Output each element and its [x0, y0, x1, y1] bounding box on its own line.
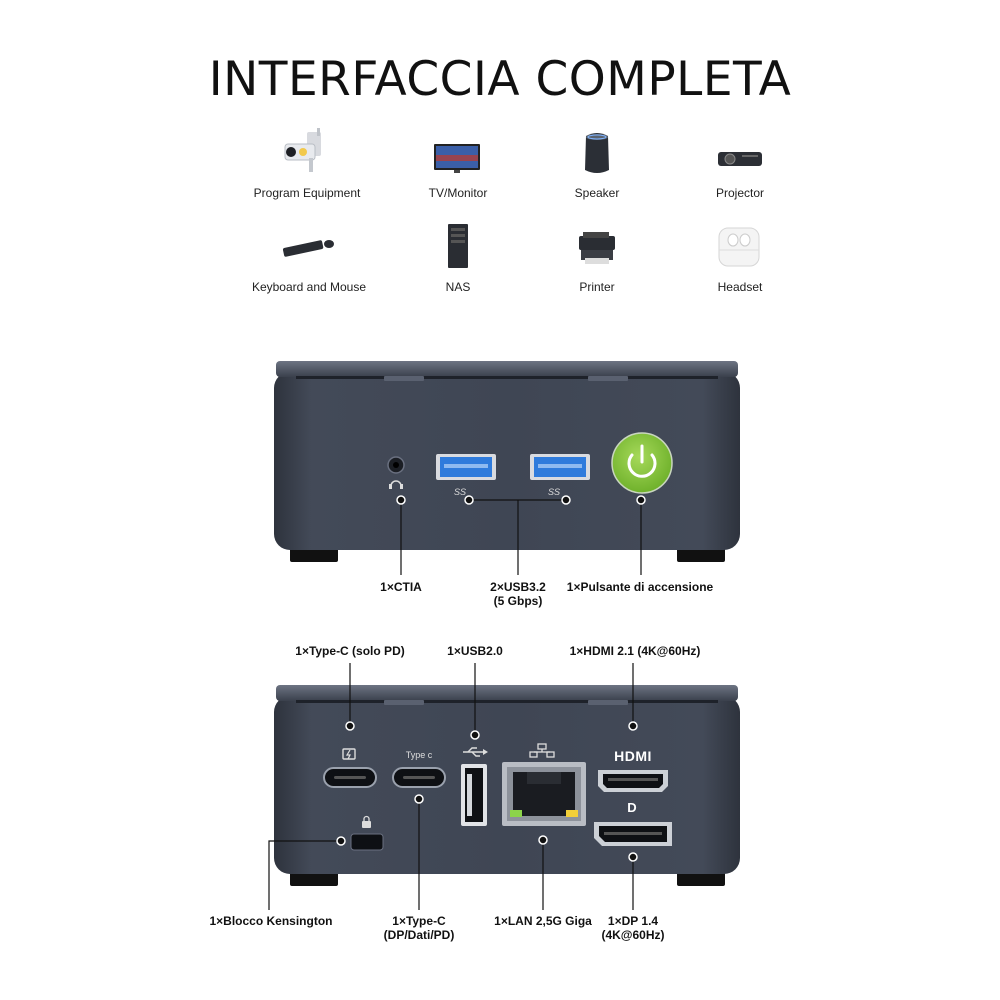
page-title: INTERFACCIA COMPLETA: [208, 52, 792, 107]
lock-icon: [362, 821, 371, 828]
device-label: NAS: [445, 280, 471, 294]
label-usb20: 1×USB2.0: [447, 644, 503, 658]
tv-monitor-icon: [373, 126, 543, 178]
label-lan: 1×LAN 2,5G Giga: [494, 914, 592, 928]
usb3-port-2[interactable]: [530, 454, 590, 480]
device-speaker: Speaker: [512, 126, 682, 200]
label-dp: 1×DP 1.4 (4K@60Hz): [601, 914, 665, 942]
rear-unit: [268, 663, 740, 910]
label-usb32: 2×USB3.2 (5 Gbps): [490, 580, 546, 608]
nas-icon: [373, 220, 543, 272]
lan-port[interactable]: [502, 762, 586, 826]
label-power-button: 1×Pulsante di accensione: [566, 580, 714, 594]
ss-logo-1: SS: [454, 487, 466, 497]
earbuds-icon: [655, 220, 825, 272]
speaker-icon: [512, 126, 682, 178]
dp-logo: D: [627, 800, 636, 815]
device-label: Keyboard and Mouse: [251, 280, 367, 294]
device-label: Printer: [579, 280, 615, 294]
displayport-port[interactable]: [594, 822, 672, 846]
hdmi-port[interactable]: [598, 770, 668, 792]
label-ctia: 1×CTIA: [380, 580, 422, 594]
device-keyboard-mouse: Keyboard and Mouse: [224, 220, 394, 294]
device-label: Headset: [717, 280, 763, 294]
device-label: Projector: [715, 186, 765, 200]
device-headset: Headset: [655, 220, 825, 294]
kensington-slot[interactable]: [350, 833, 384, 851]
hdmi-logo: HDMI: [614, 748, 652, 764]
device-label: Speaker: [574, 186, 620, 200]
keyboard-mouse-icon: [224, 220, 394, 272]
usb3-port-1[interactable]: [436, 454, 496, 480]
label-kensington: 1×Blocco Kensington: [209, 914, 333, 928]
device-program-equipment: Program Equipment: [222, 126, 392, 200]
ss-logo-2: SS: [548, 487, 560, 497]
security-camera-icon: [222, 126, 392, 178]
label-typec-pd: 1×Type-C (solo PD): [295, 644, 405, 658]
device-label: Program Equipment: [253, 186, 361, 200]
usb-icon: [463, 747, 483, 757]
front-unit: [274, 361, 740, 575]
typec-port-text: Type c: [406, 750, 433, 760]
device-label: TV/Monitor: [428, 186, 488, 200]
pd-charge-icon: [342, 748, 356, 760]
network-icon: [529, 743, 555, 758]
projector-icon: [655, 126, 825, 178]
power-icon: [627, 453, 657, 478]
label-hdmi: 1×HDMI 2.1 (4K@60Hz): [569, 644, 701, 658]
label-typec-dp: 1×Type-C (DP/Dati/PD): [383, 914, 455, 942]
device-nas: NAS: [373, 220, 543, 294]
device-printer: Printer: [512, 220, 682, 294]
printer-icon: [512, 220, 682, 272]
device-projector: Projector: [655, 126, 825, 200]
device-tv-monitor: TV/Monitor: [373, 126, 543, 200]
